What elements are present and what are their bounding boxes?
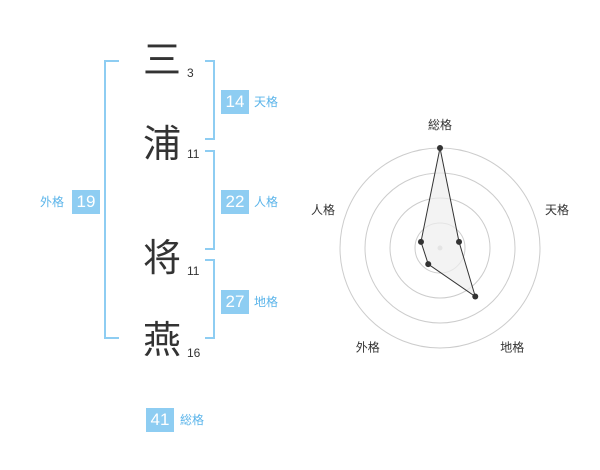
- radar-area: [420, 147, 477, 298]
- jinkaku-bracket: [205, 150, 215, 250]
- soukaku-score: 41: [146, 408, 174, 432]
- name-char-4: 燕: [142, 318, 181, 362]
- stroke-count-2: 11: [187, 147, 200, 161]
- gaikaku-label: 外格: [40, 195, 65, 209]
- radar-axis-label-1: 総格: [428, 117, 452, 132]
- tenkaku-score: 14: [221, 90, 249, 114]
- stroke-count-4: 16: [187, 346, 201, 360]
- soukaku-label: 総格: [180, 413, 205, 427]
- stroke-count-3: 11: [187, 264, 200, 278]
- name-char-3: 将: [142, 236, 181, 280]
- gaikaku-score: 19: [72, 190, 100, 214]
- radar-point-2: [456, 238, 463, 245]
- name-char-2: 浦: [142, 122, 181, 166]
- radar-axis-label-5: 人格: [311, 202, 335, 217]
- stroke-count-1: 3: [187, 66, 194, 80]
- radar-axis-label-2: 天格: [545, 202, 569, 217]
- radar-axis-label-4: 外格: [356, 340, 380, 355]
- chikaku-score: 27: [221, 290, 249, 314]
- jinkaku-score: 22: [221, 190, 249, 214]
- radar-point-1: [437, 145, 443, 151]
- jinkaku-label: 人格: [254, 195, 279, 209]
- radar-point-5: [417, 238, 424, 245]
- radar-axis-label-3: 地格: [500, 340, 524, 355]
- gaikaku-bracket: [104, 60, 119, 339]
- radar-point-4: [425, 261, 432, 268]
- chikaku-label: 地格: [254, 295, 279, 309]
- tenkaku-label: 天格: [254, 95, 279, 109]
- chikaku-bracket: [205, 259, 215, 339]
- tenkaku-bracket: [205, 60, 215, 140]
- radar-points: [417, 145, 479, 300]
- radar-point-3: [472, 293, 479, 300]
- name-char-1: 三: [142, 38, 181, 82]
